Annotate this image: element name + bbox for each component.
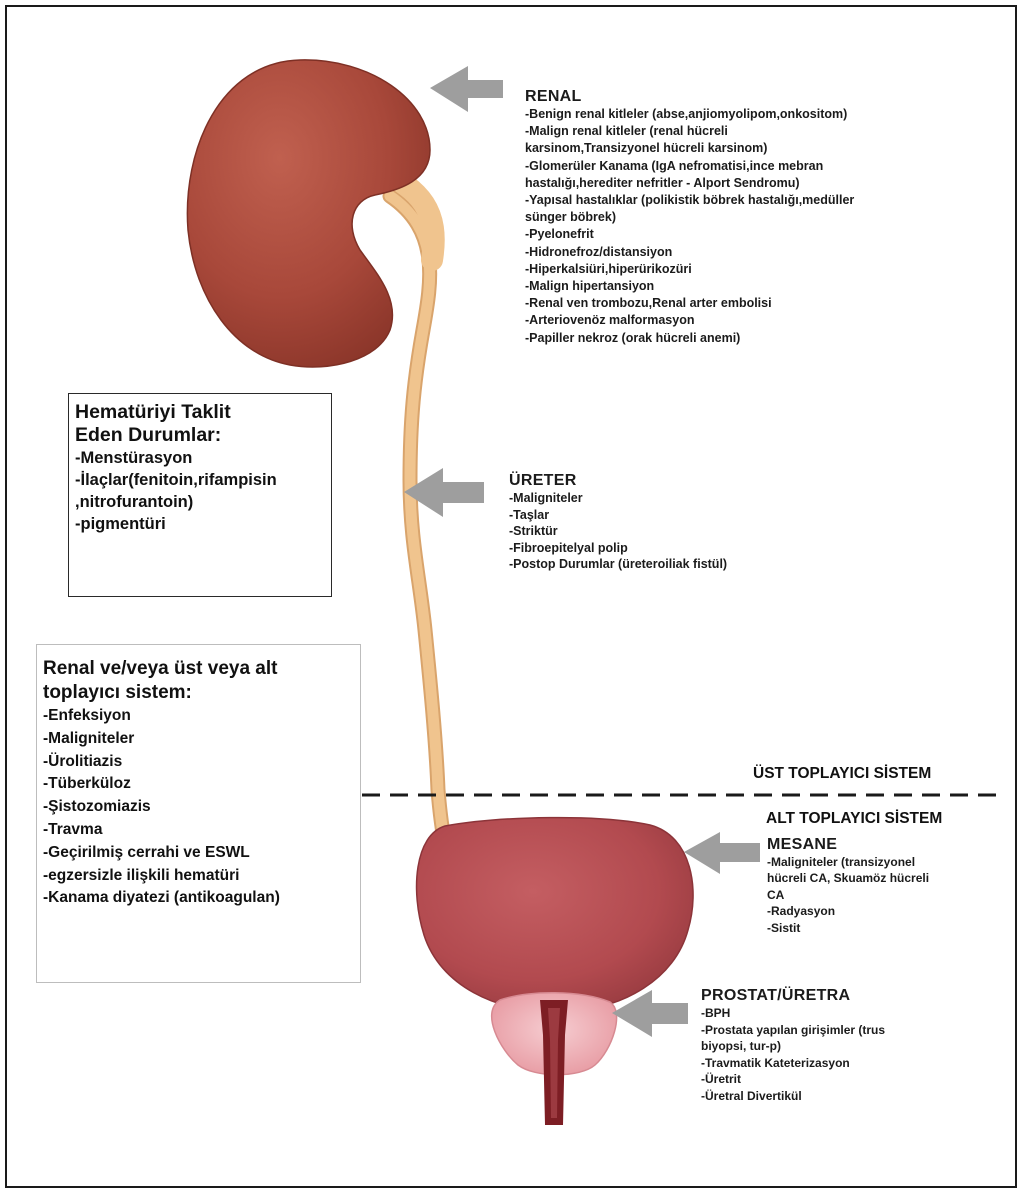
bladder-title: MESANE [767, 836, 929, 854]
mimic-box-item: ,nitrofurantoin) [75, 491, 325, 513]
lower-system-label: ALT TOPLAYICI SİSTEM [766, 810, 942, 828]
renal-title: RENAL [525, 88, 854, 106]
mimic-box-title: Hematüriyi Taklit [75, 401, 325, 424]
system-box-item: -Tüberküloz [43, 773, 354, 796]
renal-item: -Malign hipertansiyon [525, 278, 854, 295]
system-box-item: -Geçirilmiş cerrahi ve ESWL [43, 842, 354, 865]
renal-block: RENAL -Benign renal kitleler (abse,anjio… [525, 88, 854, 347]
kidney-illustration [187, 60, 430, 367]
prostate-item: -Travmatik Kateterizasyon [701, 1055, 885, 1072]
renal-item: hastalığı,herediter nefritler - Alport S… [525, 175, 854, 192]
ureter-title: ÜRETER [509, 472, 727, 490]
renal-item: -Hidronefroz/distansiyon [525, 244, 854, 261]
ureter-block: ÜRETER -Maligniteler -Taşlar -Striktür -… [509, 472, 727, 573]
ureter-item: -Striktür [509, 523, 727, 540]
system-box-item: -Maligniteler [43, 728, 354, 751]
renal-item: karsinom,Transizyonel hücreli karsinom) [525, 140, 854, 157]
renal-item: -Hiperkalsiüri,hiperürikozüri [525, 261, 854, 278]
system-box-item: -Ürolitiazis [43, 751, 354, 774]
prostate-item: -Prostata yapılan girişimler (trus [701, 1022, 885, 1039]
renal-item: -Yapısal hastalıklar (polikistik böbrek … [525, 192, 854, 209]
system-box-item: -egzersizle ilişkili hematüri [43, 865, 354, 888]
prostate-item: -Üretral Divertikül [701, 1088, 885, 1105]
mimic-box-item: -İlaçlar(fenitoin,rifampisin [75, 469, 325, 491]
upper-system-label: ÜST TOPLAYICI SİSTEM [753, 765, 931, 783]
bladder-block: MESANE -Maligniteler (transizyonel hücre… [767, 836, 929, 936]
prostate-item: -Üretrit [701, 1071, 885, 1088]
hematuria-mimic-box: Hematüriyi Taklit Eden Durumlar: -Menstü… [68, 393, 332, 597]
renal-item: -Arteriovenöz malformasyon [525, 312, 854, 329]
ureter-item: -Maligniteler [509, 490, 727, 507]
arrow-left-icon [430, 66, 503, 112]
bladder-item: hücreli CA, Skuamöz hücreli [767, 870, 929, 886]
ureter-item: -Postop Durumlar (üreteroiliak fistül) [509, 556, 727, 573]
system-box-item: -Travma [43, 819, 354, 842]
bladder-illustration [417, 818, 694, 1012]
system-box-item: -Enfeksiyon [43, 705, 354, 728]
bladder-item: CA [767, 887, 929, 903]
system-box-title: toplayıcı sistem: [43, 681, 354, 705]
renal-item: -Papiller nekroz (orak hücreli anemi) [525, 330, 854, 347]
renal-item: -Pyelonefrit [525, 226, 854, 243]
prostate-urethra-block: PROSTAT/ÜRETRA -BPH -Prostata yapılan gi… [701, 987, 885, 1105]
renal-item: sünger böbrek) [525, 209, 854, 226]
mimic-box-item: -Menstürasyon [75, 447, 325, 469]
renal-item: -Benign renal kitleler (abse,anjiomyolip… [525, 106, 854, 123]
prostate-item: biyopsi, tur-p) [701, 1038, 885, 1055]
prostate-title: PROSTAT/ÜRETRA [701, 987, 885, 1005]
collecting-system-box: Renal ve/veya üst veya alt toplayıcı sis… [36, 644, 361, 983]
renal-item: -Malign renal kitleler (renal hücreli [525, 123, 854, 140]
ureter-item: -Fibroepitelyal polip [509, 540, 727, 557]
ureter-item: -Taşlar [509, 507, 727, 524]
arrow-left-icon [684, 832, 760, 874]
bladder-item: -Sistit [767, 920, 929, 936]
renal-item: -Renal ven trombozu,Renal arter embolisi [525, 295, 854, 312]
system-box-title: Renal ve/veya üst veya alt [43, 657, 354, 681]
system-box-item: -Kanama diyatezi (antikoagulan) [43, 887, 354, 910]
prostate-item: -BPH [701, 1005, 885, 1022]
bladder-item: -Radyasyon [767, 903, 929, 919]
system-box-item: -Şistozomiazis [43, 796, 354, 819]
mimic-box-title: Eden Durumlar: [75, 424, 325, 447]
renal-item: -Glomerüler Kanama (IgA nefromatisi,ince… [525, 158, 854, 175]
bladder-item: -Maligniteler (transizyonel [767, 854, 929, 870]
mimic-box-item: -pigmentüri [75, 513, 325, 535]
